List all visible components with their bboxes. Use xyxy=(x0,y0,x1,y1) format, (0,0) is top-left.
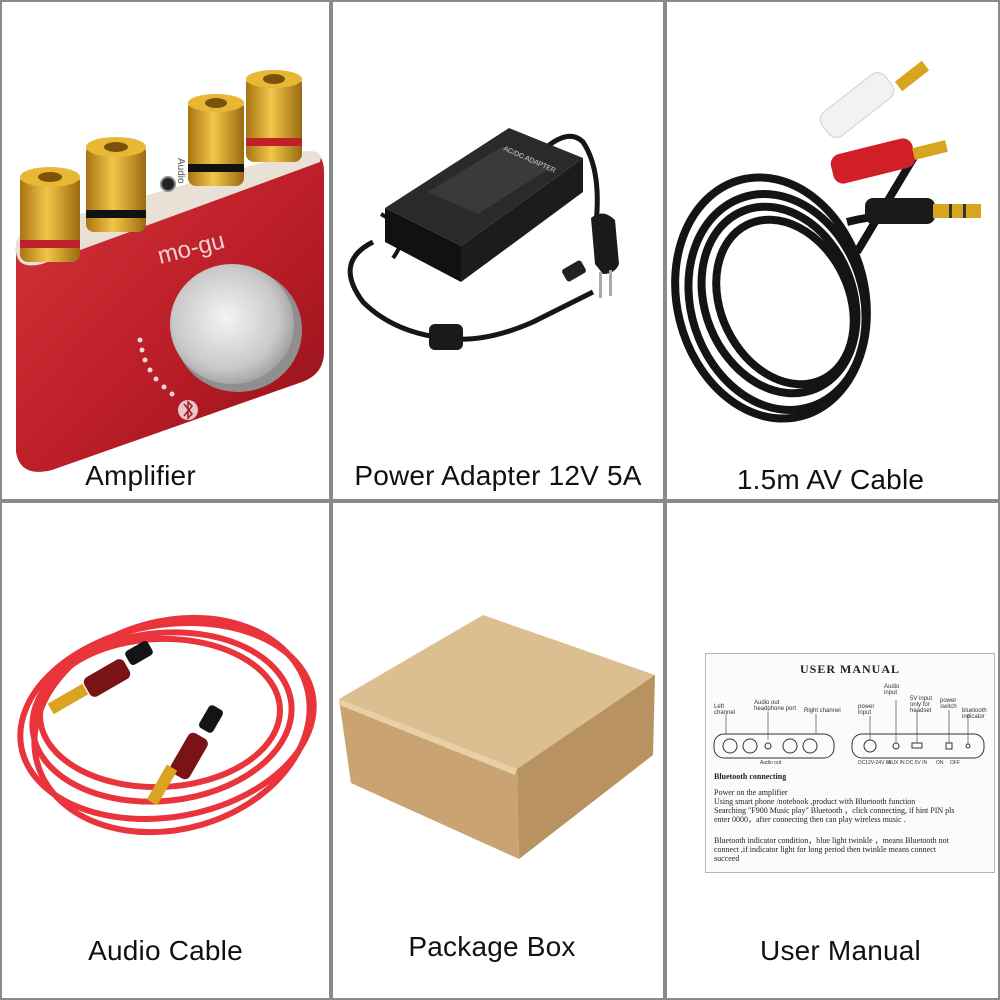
volume-led-dots xyxy=(137,337,175,397)
dc-plug-icon xyxy=(562,260,586,282)
audio-cable-coil xyxy=(17,614,317,836)
caption-package-box: Package Box xyxy=(408,931,576,962)
av-cable-coil xyxy=(671,149,928,423)
binding-post-4 xyxy=(246,70,302,162)
binding-post-2 xyxy=(86,137,146,232)
rca-plug-red xyxy=(830,138,948,184)
power-adapter-image: AC/DC ADAPTER xyxy=(347,128,619,350)
caption-av-cable: 1.5m AV Cable xyxy=(736,464,925,495)
audio-jack-plug-1 xyxy=(47,641,153,715)
manual-label-power-switch: power switch xyxy=(940,698,957,710)
rca-plug-white xyxy=(819,60,930,138)
manual-label-bt-indicator: bluetooth indicator xyxy=(962,708,987,720)
caption-amplifier: Amplifier xyxy=(85,460,196,491)
amplifier-image: mo-gu Audio xyxy=(15,70,325,472)
manual-label-off: OFF xyxy=(950,760,960,766)
manual-diagram xyxy=(713,700,985,759)
caption-audio-cable: Audio Cable xyxy=(88,935,243,966)
manual-label-audio-input: Audio input xyxy=(884,684,900,696)
manual-paragraph-2: Bluetooth indicator condition，blue light… xyxy=(714,836,949,863)
package-box-image xyxy=(339,615,655,859)
manual-label-audio-out: Audio out headphone port xyxy=(754,700,797,712)
manual-label-audio-out-small: Audio out xyxy=(760,760,782,766)
aux-jack-plug xyxy=(865,198,981,224)
manual-label-aux-in: AUX IN xyxy=(888,760,905,766)
manual-section-heading: Bluetooth connecting xyxy=(714,772,787,781)
cell-package-box: Package Box xyxy=(333,503,663,998)
manual-label-on: ON xyxy=(936,760,944,766)
cell-amplifier: mo-gu Audio Amplifier xyxy=(2,2,329,499)
headphone-port xyxy=(160,176,176,192)
manual-title: USER MANUAL xyxy=(799,662,900,676)
cell-user-manual: USER MANUAL xyxy=(667,503,998,998)
cell-audio-cable: Audio Cable xyxy=(2,503,329,998)
kraft-box xyxy=(339,615,655,859)
ferrite-core-icon xyxy=(429,324,463,350)
volume-knob xyxy=(170,264,302,392)
caption-power-adapter: Power Adapter 12V 5A xyxy=(354,460,642,491)
audio-jack-plug-2 xyxy=(146,705,223,806)
manual-label-right-channel: Right channel xyxy=(804,708,841,714)
manual-label-power-input: power input xyxy=(858,704,875,716)
manual-label-dc-in: DC12V-24V IN xyxy=(858,760,891,766)
cell-av-cable: 1.5m AV Cable xyxy=(667,2,998,499)
caption-user-manual: User Manual xyxy=(760,935,921,966)
eu-plug-icon xyxy=(591,213,619,298)
av-cable-image xyxy=(671,60,981,423)
binding-post-1 xyxy=(20,167,80,262)
manual-label-dc5v: DC 5V IN xyxy=(906,760,928,766)
user-manual-sheet: USER MANUAL xyxy=(705,653,995,873)
audio-cable-image xyxy=(17,614,317,836)
cell-power-adapter: AC/DC ADAPTER Power Adapter 12V 5A xyxy=(333,2,663,499)
manual-label-left-channel: Left channel xyxy=(714,704,736,716)
binding-post-3 xyxy=(188,94,244,186)
bluetooth-icon xyxy=(178,400,198,420)
adapter-brick xyxy=(385,128,583,282)
manual-paragraph-1: Power on the amplifier Using smart phone… xyxy=(714,788,955,824)
amplifier-port-label: Audio xyxy=(175,158,186,184)
manual-label-usb-5v: 5V input only for headset xyxy=(910,696,933,714)
